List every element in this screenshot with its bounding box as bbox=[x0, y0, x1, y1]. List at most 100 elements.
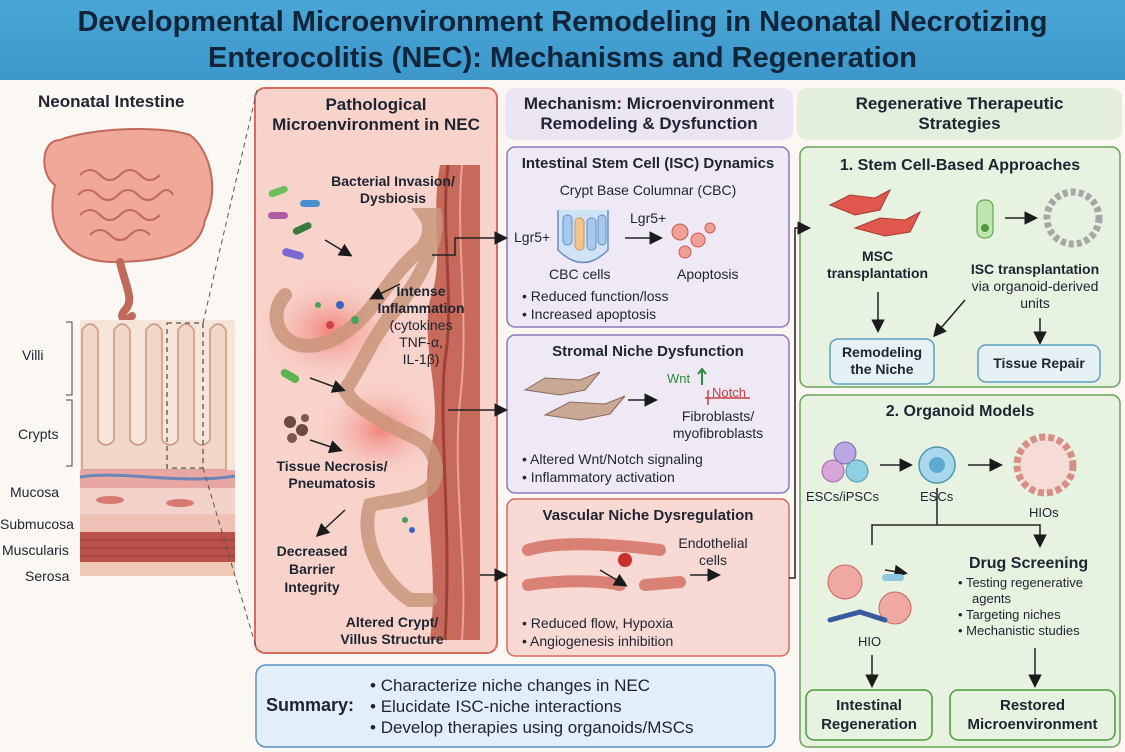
summary-bullets: Characterize niche changes in NEC Elucid… bbox=[370, 675, 694, 738]
fibro-line-1: Fibroblasts/ bbox=[681, 408, 755, 424]
mechanism-header-bg bbox=[505, 88, 793, 140]
vascular-title: Vascular Niche Dysregulation bbox=[542, 507, 754, 524]
summary-label: Summary: bbox=[266, 695, 355, 715]
isc-bullet: Increased apoptosis bbox=[522, 305, 669, 323]
notch-label: Notch bbox=[712, 385, 746, 400]
patho-heading-2: Microenvironment in NEC bbox=[272, 115, 480, 134]
drug-bullet: • Mechanistic studies bbox=[958, 623, 1080, 638]
lgr5-left-label: Lgr5+ bbox=[514, 229, 551, 245]
title-line-1: Developmental Microenvironment Remodelin… bbox=[77, 6, 1048, 38]
vascular-bullets: Reduced flow, Hypoxia Angiogenesis inhib… bbox=[522, 614, 673, 650]
tissue-repair-box: Tissue Repair bbox=[993, 355, 1085, 371]
lgr5-right-label: Lgr5+ bbox=[630, 210, 667, 226]
endo-line-2: cells bbox=[698, 552, 727, 568]
fibroblast-graphic bbox=[523, 367, 750, 421]
barrier-line-3: Integrity bbox=[284, 579, 340, 595]
isc-transplant-line-3: units bbox=[1020, 295, 1050, 311]
altered-structure-label: Altered Crypt/ Villus Structure bbox=[322, 614, 462, 648]
mechanism-heading-1: Mechanism: Microenvironment bbox=[523, 94, 775, 113]
hio-label: HIO bbox=[858, 634, 882, 649]
inflam-line-2: Inflammation bbox=[377, 300, 465, 316]
title-bar bbox=[0, 0, 1125, 80]
stromal-title: Stromal Niche Dysfunction bbox=[552, 343, 744, 360]
drug-screening-bullets: • Testing regenerative agents • Targetin… bbox=[958, 575, 1083, 639]
isc-title: Intestinal Stem Cell (ISC) Dynamics bbox=[521, 155, 775, 172]
restored-line-2: Microenvironment bbox=[967, 716, 1098, 733]
stem-cell-graphic bbox=[828, 188, 1103, 385]
escs-label: ESCs bbox=[920, 489, 954, 504]
remodel-line-2: the Niche bbox=[850, 361, 914, 377]
fibroblast-label: Fibroblasts/ myofibroblasts bbox=[658, 408, 778, 442]
inflam-line-4: TNF-α, bbox=[399, 334, 443, 350]
submucosa-label: Submucosa bbox=[0, 516, 74, 532]
cbc-cells-label: CBC cells bbox=[549, 266, 611, 282]
isc-bullets: Reduced function/loss Increased apoptosi… bbox=[522, 287, 669, 323]
vascular-bullet: Angiogenesis inhibition bbox=[522, 632, 673, 650]
organoid-title: 2. Organoid Models bbox=[885, 403, 1035, 420]
regen-line-2: Regeneration bbox=[821, 716, 917, 733]
necrosis-line-2: Pneumatosis bbox=[288, 475, 376, 491]
mechanism-heading-2: Remodeling & Dysfunction bbox=[540, 114, 758, 133]
restored-microenvironment-box: Restored Microenvironment bbox=[950, 696, 1115, 734]
esc-ipsc-label: ESCs/iPSCs bbox=[806, 489, 879, 504]
drug-bullet: • Targeting niches bbox=[958, 607, 1061, 622]
stem-title: 1. Stem Cell-Based Approaches bbox=[839, 157, 1081, 174]
intestinal-regeneration-box: Intestinal Regeneration bbox=[806, 696, 932, 734]
drug-bullet: • Testing regenerative bbox=[958, 575, 1084, 590]
regen-header-bg bbox=[797, 88, 1122, 140]
summary-bullet: Elucidate ISC-niche interactions bbox=[370, 696, 693, 717]
barrier-line-1: Decreased bbox=[276, 543, 348, 559]
remodeling-niche-box: Remodeling the Niche bbox=[830, 344, 934, 378]
hios-label: HIOs bbox=[1029, 505, 1059, 520]
remodel-line-1: Remodeling bbox=[841, 344, 923, 360]
altered-line-2: Villus Structure bbox=[340, 631, 444, 647]
patho-heading-1: Pathological bbox=[325, 95, 427, 114]
stromal-bullets: Altered Wnt/Notch signaling Inflammatory… bbox=[522, 450, 703, 486]
altered-line-1: Altered Crypt/ bbox=[345, 614, 439, 630]
villi-illustration bbox=[79, 320, 236, 576]
msc-label: MSC transplantation bbox=[815, 248, 940, 282]
msc-line-1: MSC bbox=[861, 248, 894, 264]
regen-heading-2: Strategies bbox=[918, 114, 1001, 133]
page-title: Developmental Microenvironment Remodelin… bbox=[10, 4, 1115, 76]
inflam-line-5: IL-1β) bbox=[402, 351, 440, 367]
stromal-bullet: Altered Wnt/Notch signaling bbox=[522, 450, 703, 468]
endo-line-1: Endothelial bbox=[678, 535, 748, 551]
mechanism-heading: Mechanism: Microenvironment Remodeling &… bbox=[505, 94, 793, 134]
isc-transplant-line-2: via organoid-derived bbox=[971, 278, 1099, 294]
cbc-crypt-graphic bbox=[557, 210, 716, 264]
summary-bullet: Characterize niche changes in NEC bbox=[370, 675, 693, 696]
muscularis-label: Muscularis bbox=[2, 542, 69, 558]
vascular-bullet: Reduced flow, Hypoxia bbox=[522, 614, 673, 632]
bacterial-line-2: Dysbiosis bbox=[359, 190, 427, 206]
summary-bullet: Develop therapies using organoids/MSCs bbox=[370, 717, 694, 738]
intestine-illustration bbox=[43, 127, 214, 323]
regen-heading: Regenerative Therapeutic Strategies bbox=[797, 94, 1122, 134]
bacterial-invasion-label: Bacterial Invasion/ Dysbiosis bbox=[318, 173, 468, 207]
villi-label: Villi bbox=[22, 347, 44, 363]
fibro-line-2: myofibroblasts bbox=[672, 425, 764, 441]
inflammation-label: Intense Inflammation (cytokines TNF-α, I… bbox=[376, 283, 466, 368]
crypts-label: Crypts bbox=[18, 426, 59, 442]
barrier-label: Decreased Barrier Integrity bbox=[262, 542, 362, 596]
organoid-graphic bbox=[805, 433, 1116, 741]
wnt-label: Wnt bbox=[667, 371, 691, 386]
cbc-label: Crypt Base Columnar (CBC) bbox=[559, 182, 737, 198]
inflam-line-1: Intense bbox=[396, 283, 446, 299]
patho-illustration bbox=[250, 164, 480, 641]
endothelial-label: Endothelial cells bbox=[668, 535, 758, 569]
msc-line-2: transplantation bbox=[826, 265, 929, 281]
drug-bullet-continuation: agents bbox=[972, 591, 1012, 606]
apoptosis-label: Apoptosis bbox=[677, 266, 739, 282]
stromal-bullet: Inflammatory activation bbox=[522, 468, 703, 486]
isc-bullet: Reduced function/loss bbox=[522, 287, 669, 305]
regen-heading-1: Regenerative Therapeutic bbox=[855, 94, 1064, 113]
restored-line-1: Restored bbox=[999, 697, 1066, 714]
patho-heading: Pathological Microenvironment in NEC bbox=[258, 95, 494, 135]
barrier-line-2: Barrier bbox=[289, 561, 335, 577]
title-line-2: Enterocolitis (NEC): Mechanisms and Rege… bbox=[207, 42, 917, 74]
vessel-graphic bbox=[522, 538, 721, 591]
necrosis-label: Tissue Necrosis/ Pneumatosis bbox=[262, 458, 402, 492]
regen-line-1: Intestinal bbox=[836, 697, 902, 714]
